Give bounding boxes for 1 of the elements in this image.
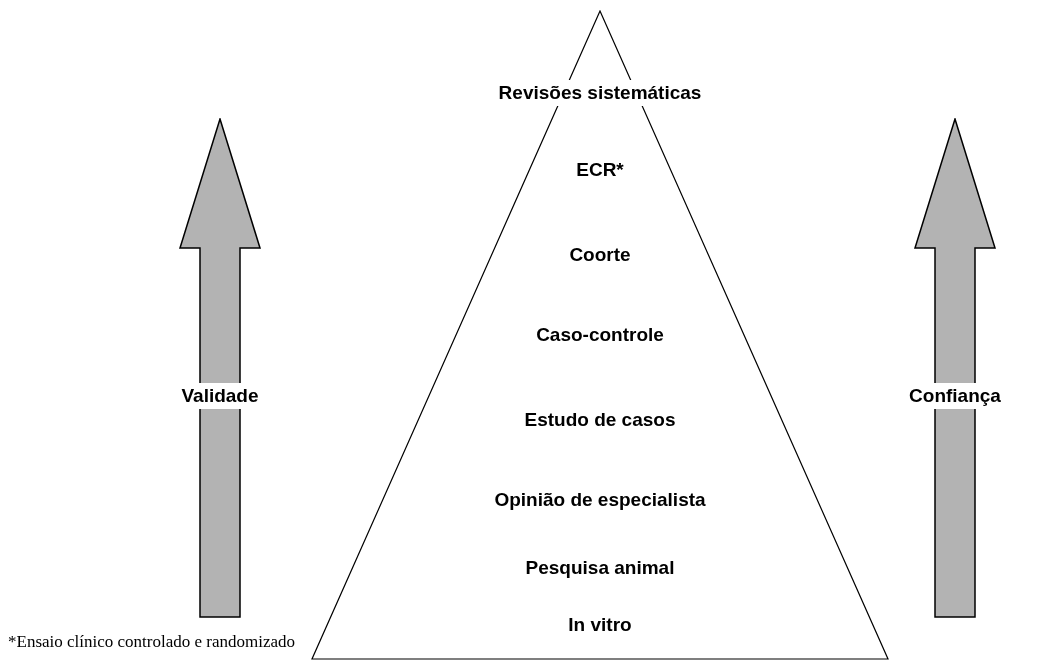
footnote: *Ensaio clínico controlado e randomizado	[8, 632, 296, 652]
